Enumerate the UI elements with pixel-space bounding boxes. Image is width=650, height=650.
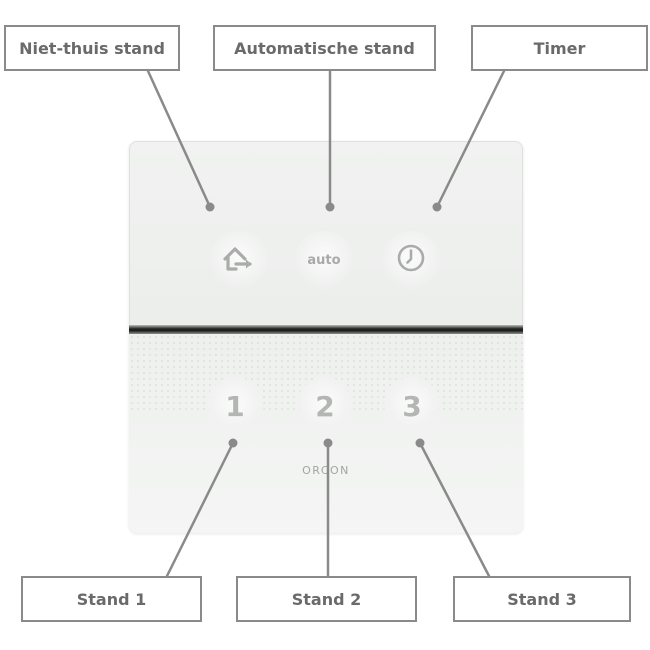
speed-1-label: 1 [225, 389, 245, 423]
speed-3-label: 3 [402, 389, 422, 423]
ventilation-control-panel: auto 1 2 3 ORCON [129, 141, 523, 533]
callout-stand-1: Stand 1 [21, 576, 202, 622]
auto-button[interactable]: auto [295, 231, 353, 289]
callout-timer: Timer [471, 25, 648, 71]
callout-automatische-stand: Automatische stand [213, 25, 436, 71]
callout-stand-3: Stand 3 [453, 576, 631, 622]
speed-2-button[interactable]: 2 [296, 377, 354, 435]
timer-button[interactable] [382, 231, 440, 289]
auto-label: auto [307, 252, 341, 268]
away-button[interactable] [210, 231, 268, 289]
speed-3-button[interactable]: 3 [383, 377, 441, 435]
brand-logo: ORCON [302, 464, 350, 477]
home-leave-icon [222, 243, 256, 278]
callout-stand-2: Stand 2 [236, 576, 417, 622]
callout-niet-thuis-stand: Niet-thuis stand [4, 25, 180, 71]
speed-1-button[interactable]: 1 [206, 377, 264, 435]
clock-icon [395, 242, 427, 279]
speed-2-label: 2 [315, 389, 335, 423]
panel-divider [129, 325, 523, 334]
